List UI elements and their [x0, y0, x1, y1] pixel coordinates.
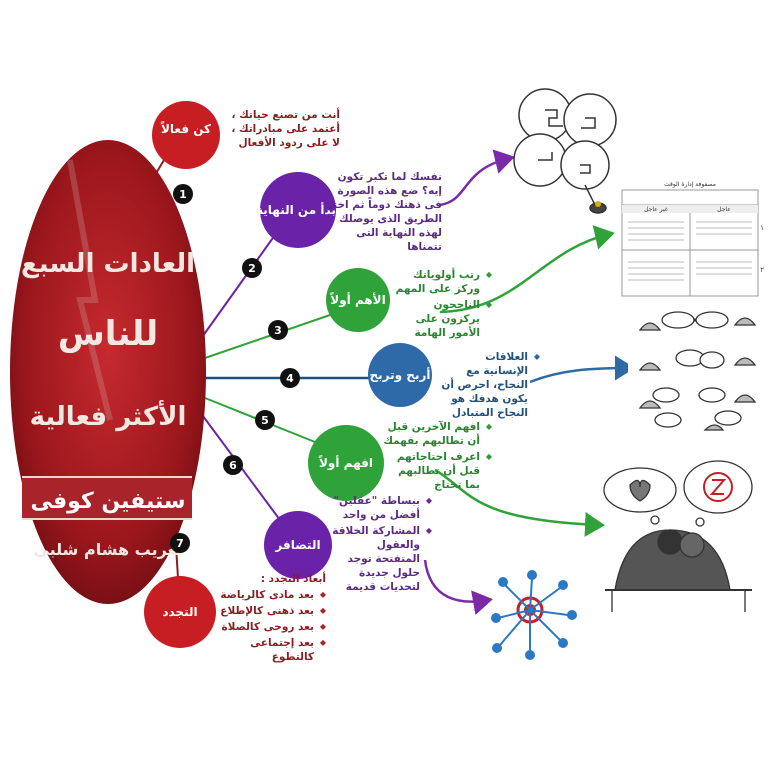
donkeys-cartoon — [628, 305, 766, 435]
badge-1: 1 — [179, 188, 187, 201]
number-badges: 1 2 3 4 5 6 7 — [170, 184, 300, 553]
habit-5-description: افهم الآخرين قبل أن تطالبهم بفهمك اعرف ا… — [382, 420, 492, 494]
clover-maze-icon — [513, 88, 617, 214]
habit-2-title: ابدأ من النهاية — [256, 202, 340, 217]
habit-7-point-3: بعد روحى كالصلاة — [218, 620, 326, 634]
habit-7-point-1: بعد مادى كالرياضة — [218, 588, 326, 602]
habit-3-title: الأهم أولاً — [330, 292, 386, 308]
habit-3-point-1: رتب أولوياتك وركز على المهم — [392, 268, 492, 296]
book-author: ستيفين كوفى — [30, 489, 185, 514]
habit-3: الأهم أولاً — [326, 268, 390, 332]
habit-6-point-2: المشاركة الخلاقة والعقول المتفتحة توجد ح… — [330, 524, 432, 594]
habit-7-dimensions-title: أبعاد التجدد : — [260, 573, 326, 585]
book-translator: تعريب هشام شلبى — [33, 540, 182, 559]
target-network-icon — [491, 570, 577, 660]
habit-7-description: بعد مادى كالرياضة بعد ذهنى كالإطلاع بعد … — [218, 588, 326, 666]
book-title-line3: الأكثر فعالية — [30, 400, 187, 432]
habit-1: كن فعالاً — [152, 101, 220, 169]
habit-3-description: رتب أولوياتك وركز على المهم الناجحون يرك… — [392, 268, 492, 342]
book-cover — [10, 140, 206, 604]
couple-thought-bubbles — [603, 460, 753, 612]
arrow-habit-6 — [423, 559, 493, 615]
habit-7-point-2: بعد ذهنى كالإطلاع — [218, 604, 326, 618]
habit-6-point-1: ببساطة "عقلين" أفضل من واحد — [330, 494, 432, 522]
habit-4: أربح وتربح — [368, 343, 432, 407]
book-title-line1: العادات السبع — [21, 249, 195, 279]
habit-6: التضافر — [264, 511, 332, 579]
book-title-line2: للناس — [58, 314, 158, 354]
badge-7: 7 — [176, 537, 184, 550]
habit-6-description: ببساطة "عقلين" أفضل من واحد المشاركة الخ… — [330, 494, 432, 596]
table-col-urgent: عاجل — [717, 206, 731, 213]
badge-2: 2 — [248, 262, 256, 275]
habit-7: التجدد — [144, 576, 216, 648]
habit-4-description: العلاقات الإنسانية مع النجاح، احرص أن يك… — [440, 350, 540, 422]
table-row-2: ٢ — [760, 266, 764, 274]
table-row-1: ١ — [760, 224, 764, 232]
habit-3-point-2: الناجحون يركزون على الأمور الهامة — [392, 298, 493, 340]
habit-7-point-4: بعد إجتماعى كالتطوع — [218, 636, 326, 664]
badge-6: 6 — [229, 459, 237, 472]
habit-5-point-2: اعرف احتاجاتهم قبل أن تطالبهم بما تحتاج — [382, 450, 492, 492]
habit-5-title: افهم أولاً — [319, 455, 373, 471]
habit-5-point-1: افهم الآخرين قبل أن تطالبهم بفهمك — [382, 420, 492, 448]
badge-4: 4 — [286, 372, 294, 385]
badge-3: 3 — [274, 324, 282, 337]
habit-2: ابدأ من النهاية — [256, 172, 340, 248]
table-col-not-urgent: غير عاجل — [644, 206, 668, 213]
arrow-habit-4 — [529, 355, 635, 384]
arrow-habit-2 — [439, 149, 515, 207]
habit-5: افهم أولاً — [308, 425, 384, 501]
badge-5: 5 — [261, 414, 269, 427]
habit-6-title: التضافر — [274, 538, 320, 552]
table-caption: مصفوفة إدارة الوقت — [664, 181, 716, 188]
habit-7-title: التجدد — [162, 605, 197, 619]
time-matrix-table — [621, 189, 759, 297]
habit-4-point-1: العلاقات الإنسانية مع النجاح، احرص أن يك… — [440, 350, 540, 420]
habit-2-description: نفسك لما تكبر تكون إيه؟ ضع هذه الصورة فى… — [326, 171, 442, 253]
habit-4-title: أربح وتربح — [370, 367, 431, 383]
habit-1-title: كن فعالاً — [161, 121, 211, 136]
habit-1-description: أنت من تصنع حياتك ، أعتمد على مبادراتك ،… — [231, 109, 340, 149]
